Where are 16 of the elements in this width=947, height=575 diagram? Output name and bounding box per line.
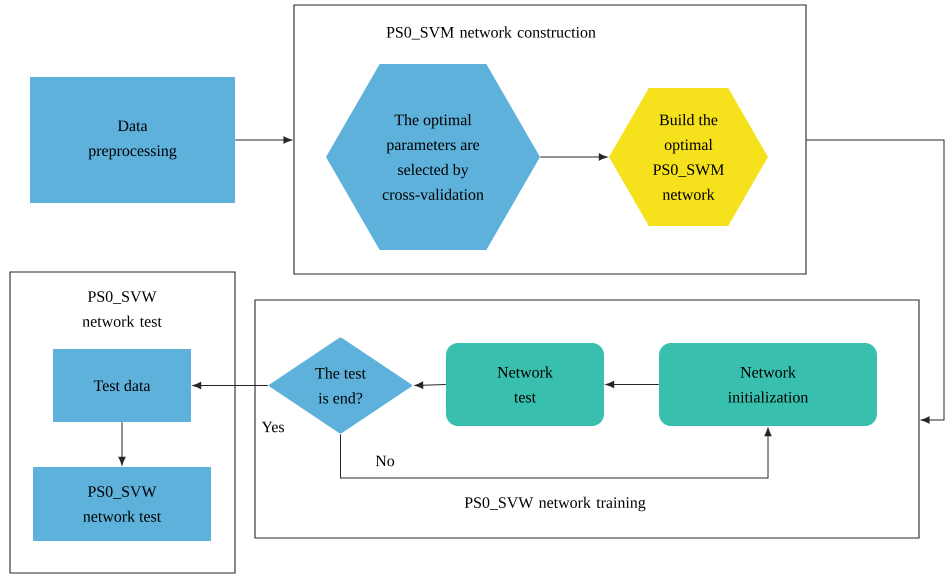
arrow <box>118 422 126 466</box>
process-box: PS0_SVW network test <box>33 467 211 541</box>
process-hexagon: Build the optimal PS0_SWM network <box>609 88 768 226</box>
arrow <box>192 382 268 390</box>
process-box: Test data <box>53 349 191 422</box>
edge-label: No <box>374 454 396 468</box>
arrow <box>340 428 772 478</box>
process-hexagon: The optimal parameters are selected by cross-validation <box>326 64 540 250</box>
arrow <box>234 136 292 144</box>
process-box: Network initialization <box>659 343 877 426</box>
arrow <box>414 382 446 389</box>
process-box: Data preprocessing <box>30 77 235 203</box>
arrow <box>606 380 660 388</box>
arrow <box>540 153 608 161</box>
process-box: Network test <box>446 343 604 426</box>
arrow <box>806 140 944 424</box>
